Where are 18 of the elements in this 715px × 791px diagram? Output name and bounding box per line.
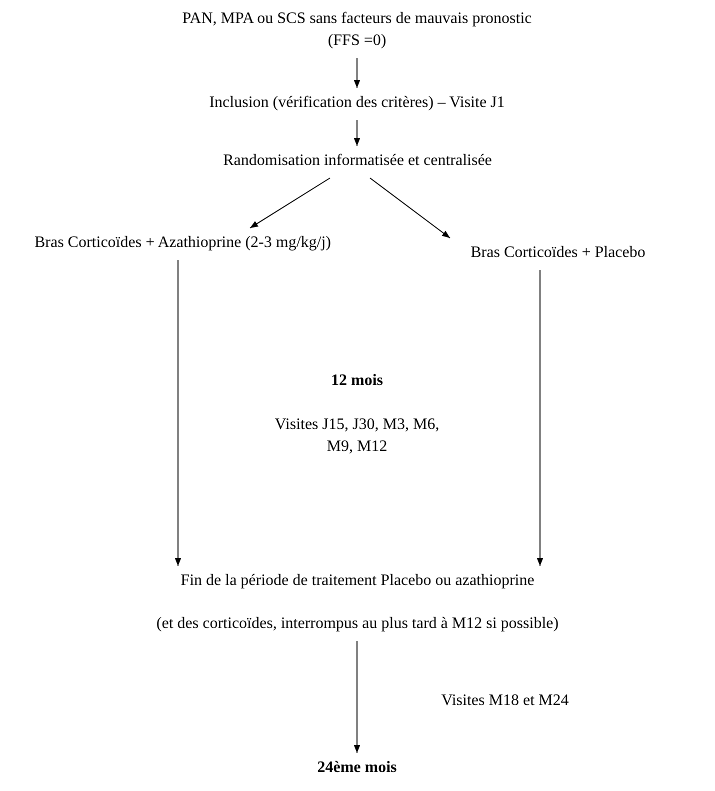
arrow (354, 640, 360, 754)
arrow (354, 120, 360, 146)
node-text: Fin de la période de traitement Placebo ou azathioprine (180, 571, 536, 591)
node-text: (et des corticoïdes, interrompus au plus tard à M12 si possible) (155, 614, 560, 634)
arrow (174, 260, 182, 566)
node-text: PAN, MPA ou SCS sans facteurs de mauvais pronostic (FFS =0) (181, 9, 533, 51)
node-text: Bras Corticoïdes + Azathioprine (2-3 mg/kg/j) (33, 233, 331, 253)
arrow (354, 58, 360, 88)
note-text: Visites J15, J30, M3, M6, M9, M12 (274, 415, 440, 457)
arrow (370, 178, 450, 238)
node-text: Randomisation informatisée et centralisée (222, 151, 493, 171)
node-text: 24ème mois (316, 758, 398, 778)
node-text: Bras Corticoïdes + Placebo (470, 243, 646, 263)
note-text: Visites M18 et M24 (440, 691, 570, 711)
arrow (250, 178, 330, 228)
note-text: 12 mois (330, 371, 384, 391)
arrow (536, 270, 544, 566)
node-text: Inclusion (vérification des critères) – Visite J1 (208, 93, 506, 113)
